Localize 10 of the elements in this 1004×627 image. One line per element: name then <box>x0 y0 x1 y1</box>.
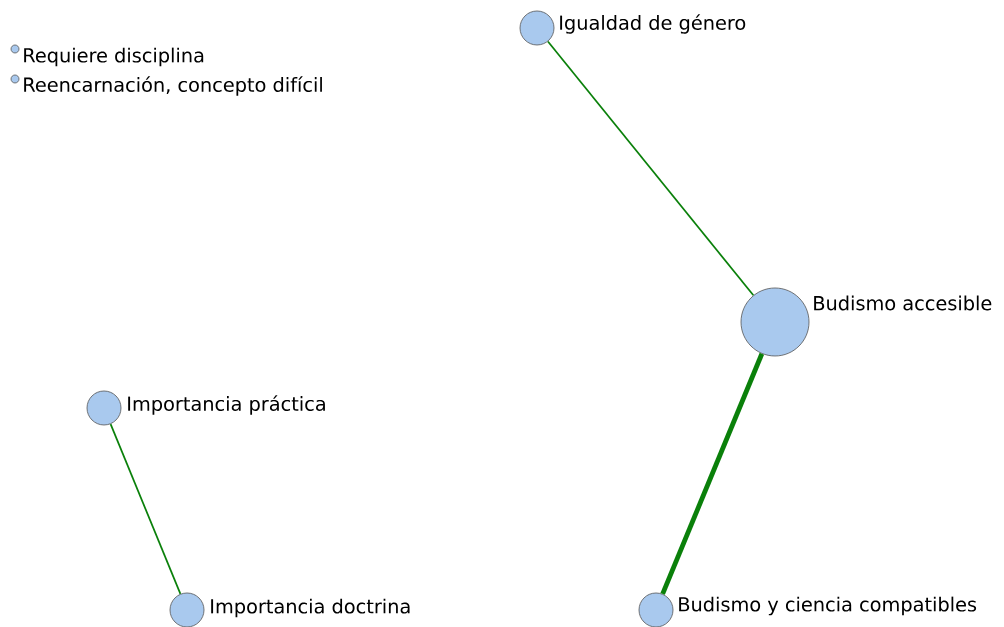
edge-line <box>109 423 182 595</box>
node-label: Budismo accesible <box>814 295 992 311</box>
node-label: Importancia práctica <box>128 395 325 415</box>
edge-line <box>547 40 755 297</box>
node-label: Budismo y ciencia compatibles <box>679 596 977 616</box>
node-label: Igualdad de género <box>560 14 746 34</box>
node-label: Requiere disciplina <box>24 47 204 67</box>
node-label: Reencarnación, concepto difícil <box>24 76 322 96</box>
edge-line <box>660 352 765 595</box>
node-label: Importancia doctrina <box>211 598 410 618</box>
